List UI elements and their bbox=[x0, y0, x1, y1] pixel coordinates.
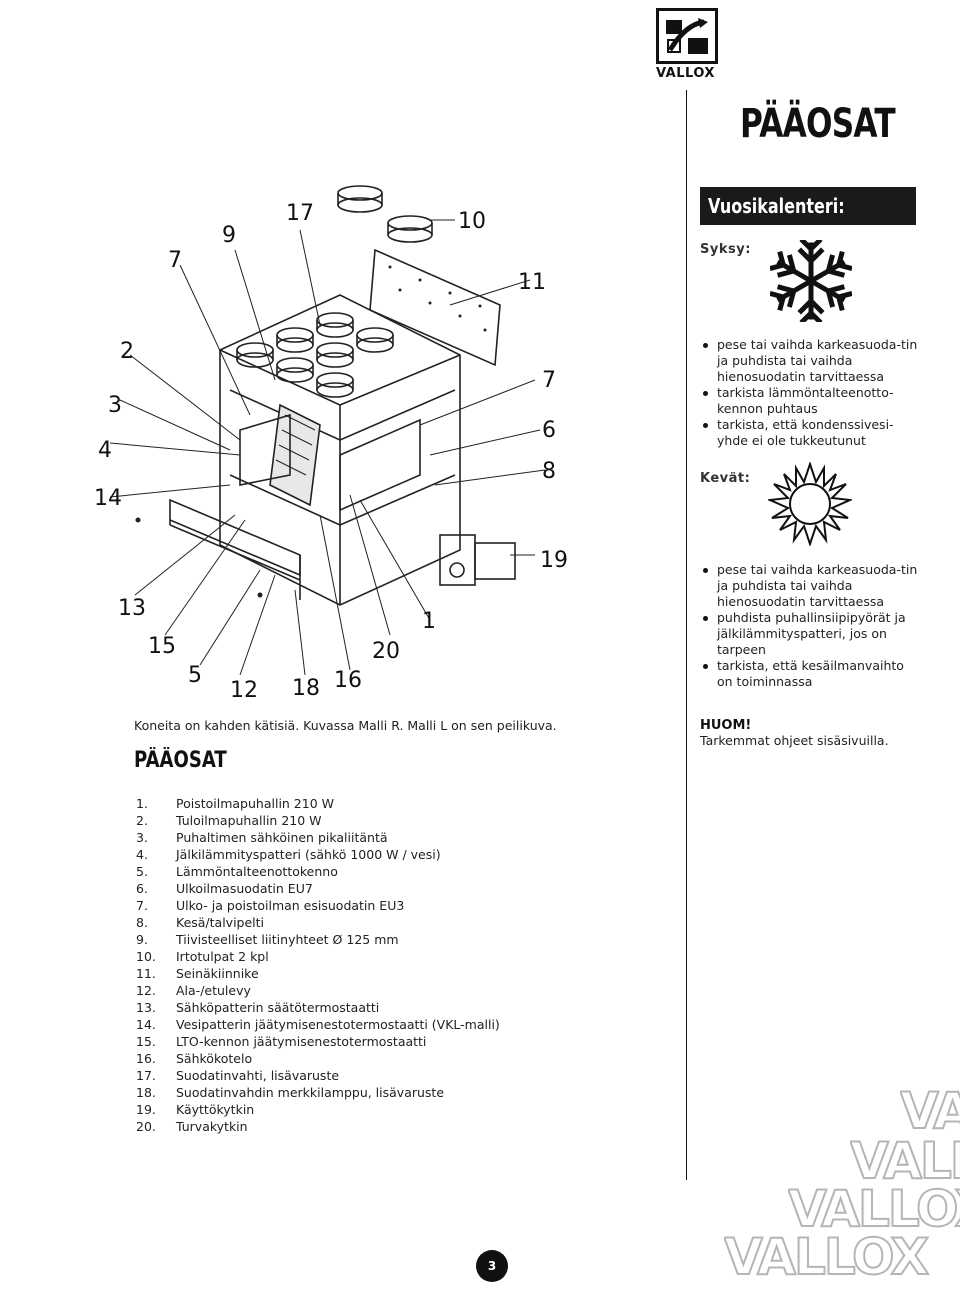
brand-logo: VALLOX bbox=[656, 8, 718, 81]
parts-list: 1.Poistoilmapuhallin 210 W 2.Tuloilmapuh… bbox=[136, 795, 500, 1135]
watermark: VALLOX bbox=[900, 1082, 960, 1132]
callout-label: 10 bbox=[458, 209, 486, 234]
list-item: 1.Poistoilmapuhallin 210 W bbox=[136, 796, 335, 811]
list-item: tarkista lämmöntalteenotto-kennon puhtau… bbox=[700, 385, 920, 417]
spring-task-list: pese tai vaihda karkeasuoda-tin ja puhdi… bbox=[700, 562, 920, 690]
list-item: 12.Ala-/etulevy bbox=[136, 983, 251, 998]
callout-label: 16 bbox=[334, 668, 362, 693]
list-item: 4.Jälkilämmityspatteri (sähkö 1000 W / v… bbox=[136, 847, 441, 862]
calendar-heading: Vuosikalenteri: bbox=[700, 187, 916, 225]
note-text: Tarkemmat ohjeet sisäsivuilla. bbox=[700, 733, 889, 748]
snowflake-icon bbox=[770, 240, 852, 322]
callout-label: 9 bbox=[222, 223, 236, 248]
exploded-view-diagram: 1 2 3 4 5 6 7 7 8 9 10 11 12 13 14 15 16… bbox=[94, 185, 568, 703]
page-title: PÄÄOSAT bbox=[740, 101, 896, 147]
callout-label: 4 bbox=[98, 438, 112, 463]
callout-label: 8 bbox=[542, 459, 556, 484]
callout-label: 11 bbox=[518, 270, 546, 295]
list-item: 3.Puhaltimen sähköinen pikaliitäntä bbox=[136, 830, 388, 845]
callout-label: 1 bbox=[422, 609, 436, 634]
list-item: 18.Suodatinvahdin merkkilamppu, lisävaru… bbox=[136, 1085, 445, 1100]
watermark: VALLOX bbox=[850, 1132, 960, 1182]
list-item: 11.Seinäkiinnike bbox=[136, 966, 259, 981]
watermark: VALLOX bbox=[788, 1180, 960, 1230]
callout-label: 15 bbox=[148, 634, 176, 659]
callout-label: 3 bbox=[108, 393, 122, 418]
list-item: 7.Ulko- ja poistoilman esisuodatin EU3 bbox=[136, 898, 405, 913]
callout-label: 13 bbox=[118, 596, 146, 621]
list-item: pese tai vaihda karkeasuoda-tin ja puhdi… bbox=[700, 337, 920, 385]
list-item: tarkista, että kesäilmanvaihto on toimin… bbox=[700, 658, 920, 690]
brand-name: VALLOX bbox=[656, 66, 715, 81]
callout-label: 12 bbox=[230, 678, 258, 703]
callout-label: 7 bbox=[542, 368, 556, 393]
list-item: pese tai vaihda karkeasuoda-tin ja puhdi… bbox=[700, 562, 920, 610]
list-item: 9.Tiivisteelliset liitinyhteet Ø 125 mm bbox=[136, 932, 399, 947]
vallox-logo-icon bbox=[656, 8, 718, 64]
divider-line bbox=[686, 90, 687, 1180]
list-item: 10.Irtotulpat 2 kpl bbox=[136, 949, 269, 964]
callout-label: 20 bbox=[372, 639, 400, 664]
list-item: 19.Käyttökytkin bbox=[136, 1102, 255, 1117]
callout-label: 6 bbox=[542, 418, 556, 443]
parts-title: PÄÄOSAT bbox=[134, 748, 227, 773]
callout-label: 7 bbox=[168, 248, 182, 273]
list-item: 16.Sähkökotelo bbox=[136, 1051, 253, 1066]
list-item: 5.Lämmöntalteenottokenno bbox=[136, 864, 338, 879]
callout-label: 2 bbox=[120, 339, 134, 364]
list-item: puhdista puhallinsiipipyörät ja jälkiläm… bbox=[700, 610, 920, 658]
callout-label: 17 bbox=[286, 201, 314, 226]
list-item: tarkista, että kondenssivesi-yhde ei ole… bbox=[700, 417, 920, 449]
callout-label: 18 bbox=[292, 676, 320, 701]
diagram-caption: Koneita on kahden kätisiä. Kuvassa Malli… bbox=[134, 718, 557, 733]
autumn-label: Syksy: bbox=[700, 242, 751, 257]
list-item: 15.LTO-kennon jäätymisenestotermostaatti bbox=[136, 1034, 427, 1049]
spring-label: Kevät: bbox=[700, 471, 751, 486]
list-item: 17.Suodatinvahti, lisävaruste bbox=[136, 1068, 340, 1083]
list-item: 6.Ulkoilmasuodatin EU7 bbox=[136, 881, 313, 896]
list-item: 13.Sähköpatterin säätötermostaatti bbox=[136, 1000, 380, 1015]
sun-icon bbox=[768, 462, 852, 546]
callout-label: 14 bbox=[94, 486, 122, 511]
list-item: 14.Vesipatterin jäätymisenestotermostaat… bbox=[136, 1017, 500, 1032]
page-number: 3 bbox=[476, 1250, 508, 1282]
watermark: VALLOX bbox=[724, 1228, 930, 1278]
list-item: 20.Turvakytkin bbox=[136, 1119, 248, 1134]
note-label: HUOM! bbox=[700, 718, 752, 733]
callout-label: 19 bbox=[540, 548, 568, 573]
list-item: 8.Kesä/talvipelti bbox=[136, 915, 265, 930]
callout-label: 5 bbox=[188, 663, 202, 688]
autumn-task-list: pese tai vaihda karkeasuoda-tin ja puhdi… bbox=[700, 337, 920, 449]
list-item: 2.Tuloilmapuhallin 210 W bbox=[136, 813, 322, 828]
